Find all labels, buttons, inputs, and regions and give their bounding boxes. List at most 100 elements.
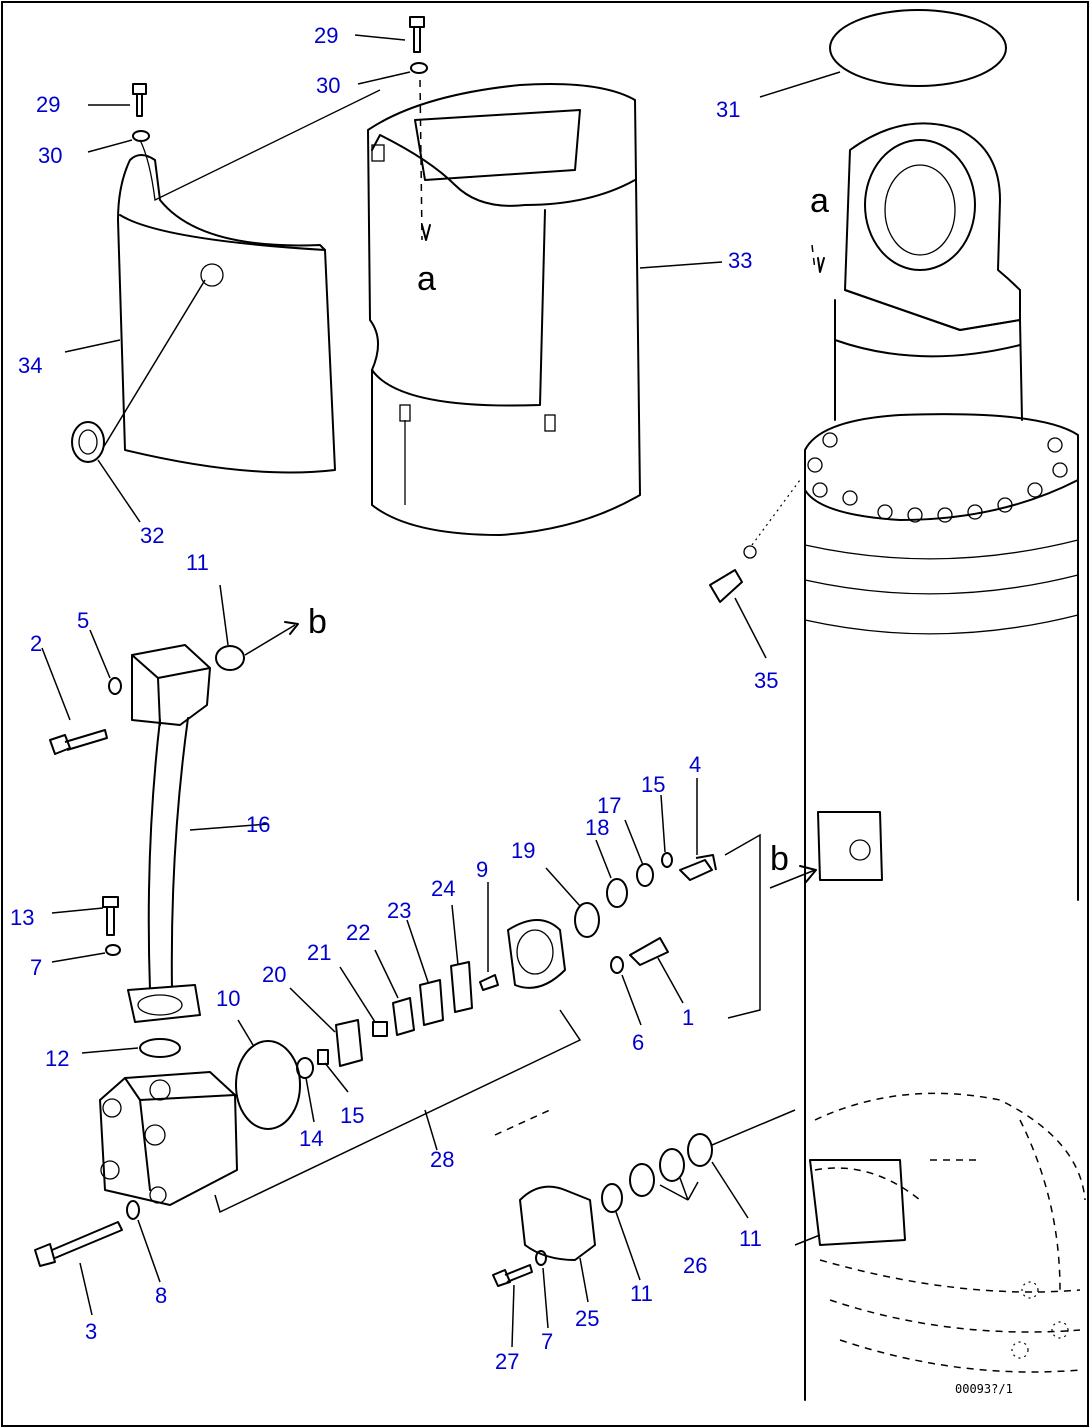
callout-28: 28 (430, 1147, 454, 1172)
callout-19: 19 (511, 838, 535, 863)
washer-5 (108, 677, 122, 695)
backup-ring-26b (659, 1148, 685, 1182)
callout-3: 3 (85, 1319, 97, 1344)
disc-17 (636, 863, 654, 887)
cover-link-line (139, 89, 381, 201)
callout-13: 13 (10, 905, 34, 930)
callout-16: 16 (246, 812, 270, 837)
callout-25: 25 (575, 1306, 599, 1331)
cover-hole (200, 263, 224, 287)
barrel-bands (804, 539, 1079, 635)
callout-26: 26 (683, 1253, 707, 1278)
bolt-1 (629, 937, 669, 966)
callout-24: 24 (431, 876, 455, 901)
callout-30: 30 (316, 73, 340, 98)
callout-5: 5 (77, 608, 89, 633)
callout-11: 11 (630, 1281, 653, 1306)
bracket-28 (214, 1009, 582, 1214)
grommet-32 (71, 421, 105, 463)
cover-34 (117, 154, 336, 474)
cover-window (414, 109, 581, 181)
part-21 (372, 1021, 388, 1037)
bolt-3 (34, 1221, 123, 1267)
washer-15b (661, 852, 673, 868)
callout-1: 1 (682, 1005, 694, 1030)
callout-31: 31 (716, 97, 740, 122)
callout-6: 6 (632, 1030, 644, 1055)
shim-24 (450, 961, 473, 1013)
valve-body (99, 1071, 238, 1206)
leader-lines (41, 34, 841, 1348)
bolt-29-top (409, 16, 428, 74)
callout-12: 12 (45, 1046, 69, 1071)
head-body (834, 299, 1021, 421)
callout-20: 20 (262, 962, 286, 987)
callout-2: 2 (30, 631, 42, 656)
swing-cylinder (709, 9, 1086, 1401)
head-bore-inner (884, 164, 956, 256)
o-ring-11-lower (601, 1183, 623, 1213)
callout-9: 9 (476, 857, 488, 882)
axis-a-top (419, 79, 423, 241)
shim-22 (392, 997, 415, 1036)
o-ring-10 (235, 1040, 301, 1130)
view-letter-a-2: a (810, 182, 829, 220)
view-letter-b-1: b (308, 603, 327, 641)
cylinder-barrel (804, 479, 1079, 1401)
hidden-lines-2 (814, 1159, 980, 1201)
callout-22: 22 (346, 920, 370, 945)
callout-21: 21 (307, 940, 331, 965)
bolt-4 (679, 854, 717, 881)
bolt-2 (49, 729, 108, 755)
callout-14: 14 (299, 1126, 323, 1151)
callout-34: 34 (18, 353, 42, 378)
o-ring-11-right (687, 1133, 713, 1167)
callout-11: 11 (739, 1226, 762, 1251)
callout-7: 7 (30, 955, 42, 980)
washer-7 (105, 944, 121, 956)
callout-11: 11 (186, 550, 209, 575)
cover-33 (367, 83, 641, 536)
o-ring-31 (829, 9, 1007, 87)
washer-15a (317, 1049, 329, 1065)
hidden-lines-3 (819, 1259, 1081, 1373)
callout-10: 10 (216, 986, 240, 1011)
callout-7: 7 (541, 1329, 553, 1354)
bolt-13 (102, 896, 119, 908)
callout-35: 35 (754, 668, 778, 693)
callout-15: 15 (641, 772, 665, 797)
view-letter-b-2: b (770, 840, 789, 878)
pin-9 (479, 974, 499, 991)
cylinder-head (844, 122, 1021, 331)
disc-18 (606, 878, 628, 908)
washer-6 (610, 956, 624, 974)
flange-bolts (807, 432, 1068, 523)
bolt-29-left (132, 83, 150, 142)
callout-32: 32 (140, 523, 164, 548)
hidden-lines-4 (1019, 1119, 1061, 1291)
callout-17: 17 (597, 793, 621, 818)
lower-port-block (809, 1159, 906, 1246)
plate-20 (335, 1019, 363, 1067)
callout-27: 27 (495, 1349, 519, 1374)
bolt-27 (492, 1264, 533, 1287)
port-block (817, 811, 883, 881)
callout-29: 29 (36, 92, 60, 117)
elbow-25 (519, 1185, 596, 1261)
head-bore (864, 139, 976, 271)
nut-14 (296, 1057, 314, 1079)
callout-30: 30 (38, 143, 62, 168)
callouts: 29 30 29 30 31 33 34 32 11 2 5 16 13 7 1… (10, 23, 778, 1374)
view-letter-a-1: a (417, 260, 436, 298)
sensor-axis (751, 479, 801, 546)
callout-18: 18 (585, 815, 609, 840)
bracket-b (724, 833, 761, 1019)
disc-19 (574, 902, 600, 938)
washer-7-lower (535, 1250, 547, 1266)
drawing-code: 00093?/1 (955, 1382, 1013, 1396)
o-ring-12 (139, 1038, 181, 1058)
callout-8: 8 (155, 1283, 167, 1308)
callout-23: 23 (387, 898, 411, 923)
